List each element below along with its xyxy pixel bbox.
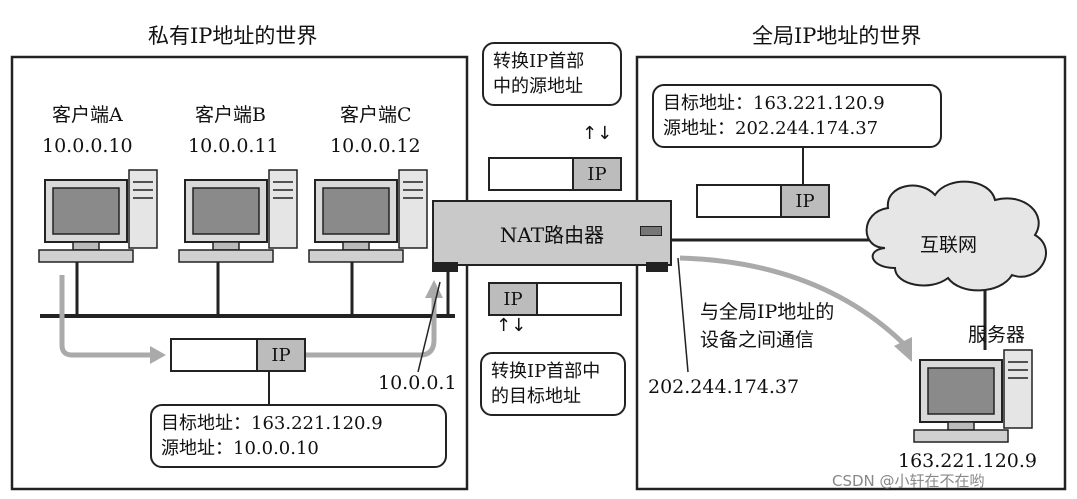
- global-bubble-destination: 目标地址：163.221.120.9: [663, 93, 885, 114]
- private-bubble-destination: 目标地址：163.221.120.9: [161, 413, 383, 434]
- bottom-packet-payload: [538, 284, 620, 314]
- client-b-name: 客户端B: [195, 104, 266, 126]
- bottom-packet-ip-header: IP: [490, 284, 538, 314]
- internet-label: 互联网: [920, 234, 978, 256]
- client-a-ip: 10.0.0.10: [42, 135, 133, 157]
- flow-arrowhead-right: [425, 280, 443, 298]
- bottom-swap-arrows: ↑↓: [496, 315, 527, 336]
- client-c-name: 客户端C: [340, 104, 412, 126]
- server-name: 服务器: [968, 324, 1026, 346]
- leader-10-0-0-1: [417, 281, 441, 373]
- leader-wan-ip: [677, 257, 689, 373]
- router-bottom-packet: IP: [488, 282, 622, 316]
- router-wan-port: [646, 262, 668, 272]
- global-bubble-source: 源地址：202.244.174.37: [663, 118, 879, 139]
- private-bubble-source: 源地址：10.0.0.10: [161, 438, 319, 459]
- internet-cloud: [865, 180, 1047, 292]
- router-top-packet: IP: [488, 157, 622, 191]
- global-packet-ip-header: IP: [780, 186, 828, 216]
- top-packet-ip-header: IP: [572, 159, 620, 189]
- watermark: CSDN @小轩在不在哟: [832, 472, 985, 490]
- global-note-line1: 与全局IP地址的: [700, 301, 835, 323]
- router-lan-ip: 10.0.0.1: [378, 372, 457, 394]
- server-ip: 163.221.120.9: [898, 450, 1038, 472]
- private-packet: IP: [170, 338, 306, 372]
- nat-router: NAT路由器: [432, 200, 672, 266]
- router-led: [640, 226, 662, 236]
- bottom-note-line2: 的目标地址: [491, 386, 581, 407]
- global-address-bubble: 目标地址：163.221.120.9 源地址：202.244.174.37: [652, 84, 942, 148]
- global-packet-payload: [698, 186, 780, 216]
- router-top-note: 转换IP首部 中的源地址: [482, 42, 622, 106]
- packet-payload: [172, 340, 256, 370]
- global-note-line2: 设备之间通信: [700, 329, 815, 351]
- nat-router-label: NAT路由器: [499, 222, 605, 247]
- private-address-bubble: 目标地址：163.221.120.9 源地址：10.0.0.10: [150, 404, 447, 468]
- client-a-name: 客户端A: [52, 104, 123, 126]
- global-note: 与全局IP地址的 设备之间通信: [700, 298, 834, 354]
- top-note-line1: 转换IP首部: [493, 51, 585, 72]
- private-world-title: 私有IP地址的世界: [148, 24, 318, 48]
- global-world-title: 全局IP地址的世界: [752, 24, 922, 48]
- router-bottom-note: 转换IP首部中 的目标地址: [480, 352, 626, 416]
- flow-arrow-right: [305, 295, 437, 358]
- router-lan-port: [432, 262, 458, 272]
- top-note-line2: 中的源地址: [493, 76, 583, 97]
- packet-ip-header: IP: [256, 340, 304, 370]
- flow-arrow-left: [59, 275, 152, 358]
- private-bubble-tail: [268, 370, 270, 408]
- global-packet: IP: [696, 184, 830, 218]
- bottom-note-line1: 转换IP首部中: [491, 361, 601, 382]
- client-c-ip: 10.0.0.12: [330, 135, 421, 157]
- top-swap-arrows: ↑↓: [582, 123, 613, 144]
- top-packet-payload: [490, 159, 572, 189]
- flow-arrowhead-left: [150, 346, 166, 364]
- flow-arrow-global: [679, 255, 907, 347]
- client-b-ip: 10.0.0.11: [188, 135, 279, 157]
- router-wan-ip: 202.244.174.37: [648, 376, 800, 398]
- global-bubble-tail: [802, 146, 804, 184]
- flow-arrowhead-global: [894, 337, 912, 362]
